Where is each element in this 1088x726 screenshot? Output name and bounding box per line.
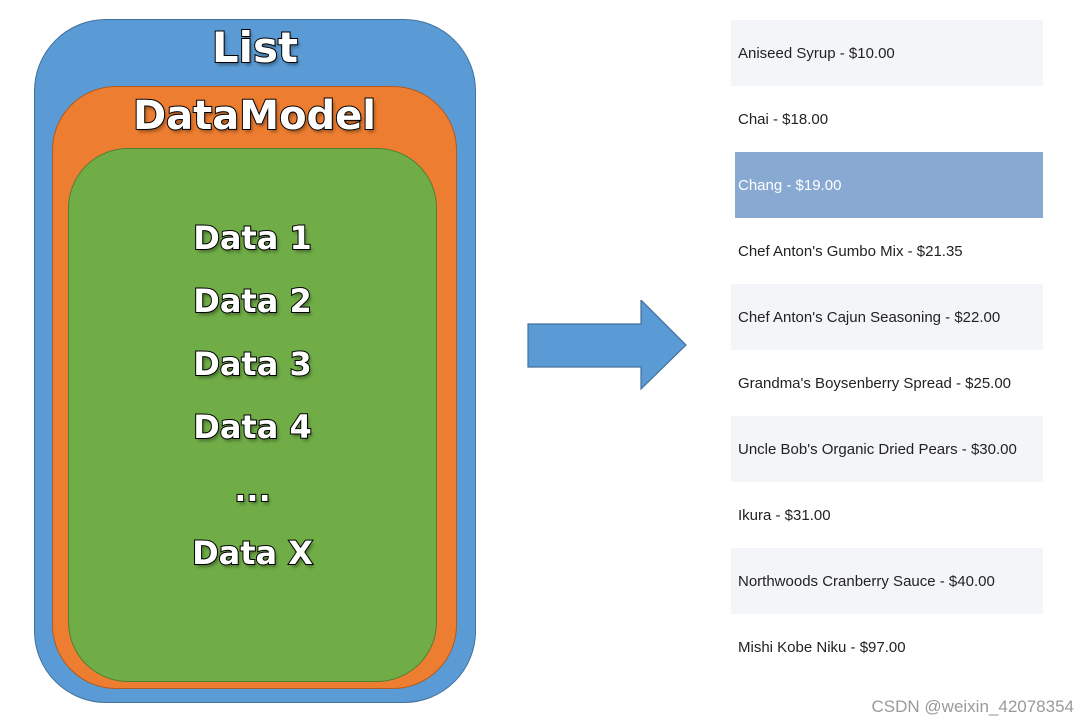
list-item[interactable]: Uncle Bob's Organic Dried Pears - $30.00 [731,416,1043,482]
list-item[interactable]: Chef Anton's Gumbo Mix - $21.35 [731,218,1043,284]
data-item: Data 3 [192,344,312,384]
list-item[interactable]: Mishi Kobe Niku - $97.00 [731,614,1043,680]
list-item[interactable]: Aniseed Syrup - $10.00 [731,20,1043,86]
data-item-ellipsis: ... [233,470,271,510]
data-item: Data 4 [192,407,312,447]
data-item: Data 2 [192,281,312,321]
list-label: List [211,22,299,73]
watermark: CSDN @weixin_42078354 [871,697,1074,716]
data-item: Data 1 [192,218,312,258]
list-item[interactable]: Ikura - $31.00 [731,482,1043,548]
datamodel-label: DataModel [132,92,377,140]
right-arrow-icon [527,300,687,391]
list-item[interactable]: Northwoods Cranberry Sauce - $40.00 [731,548,1043,614]
list-item[interactable]: Grandma's Boysenberry Spread - $25.00 [731,350,1043,416]
list-item-selected[interactable]: Chang - $19.00 [735,152,1043,218]
data-item: Data X [191,533,314,573]
list-item[interactable]: Chai - $18.00 [731,86,1043,152]
data-items-list: Data 1 Data 2 Data 3 Data 4 ... Data X [68,212,437,590]
product-list[interactable]: Aniseed Syrup - $10.00 Chai - $18.00 Cha… [731,20,1043,680]
data-container-box [68,148,437,682]
list-item[interactable]: Chef Anton's Cajun Seasoning - $22.00 [731,284,1043,350]
